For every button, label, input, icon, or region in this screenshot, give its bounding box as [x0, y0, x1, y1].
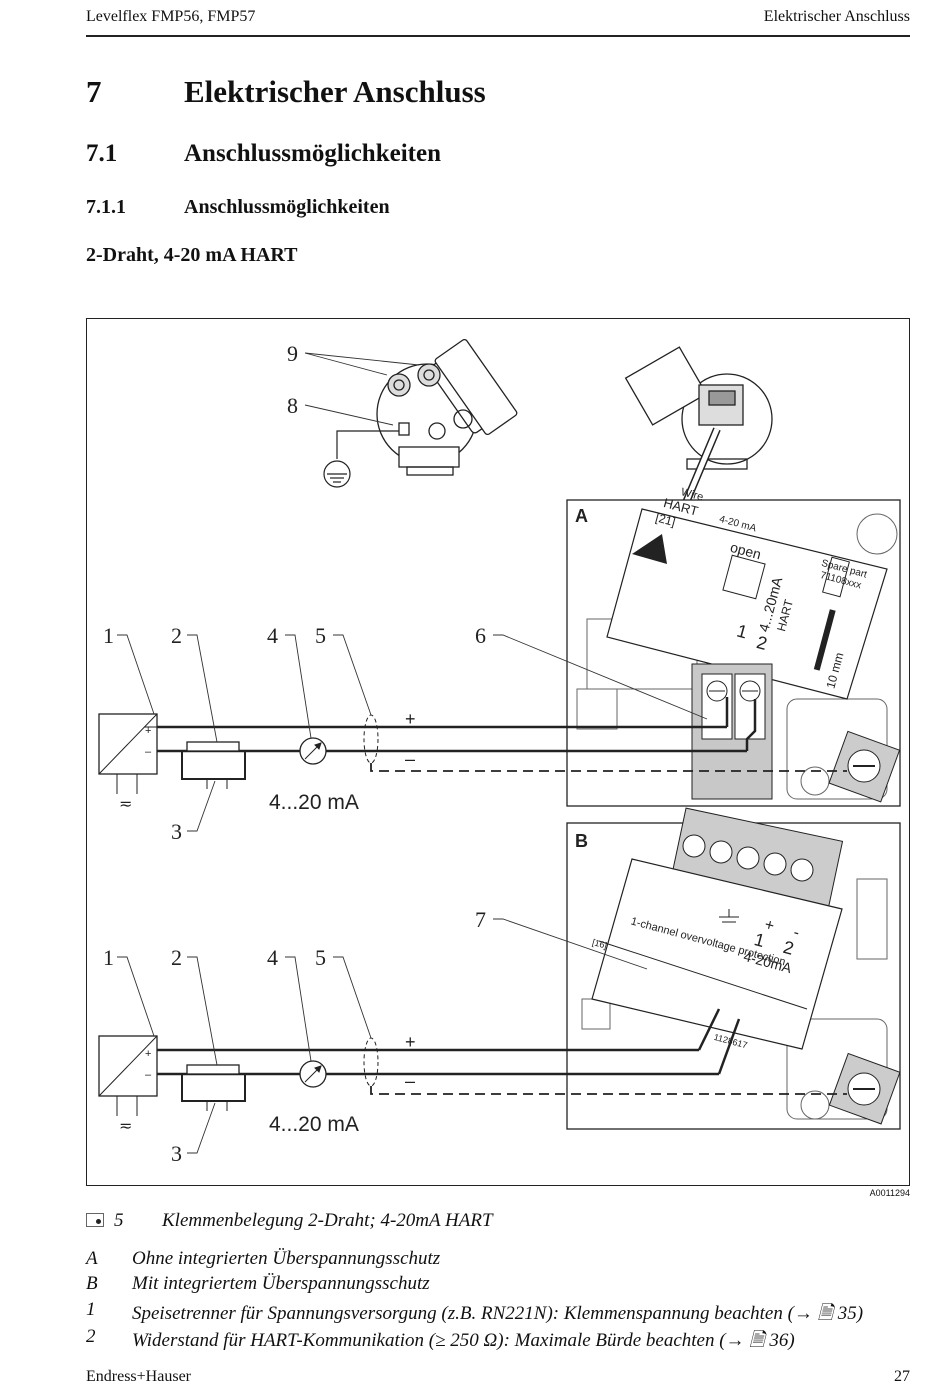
callout-7: 7 [475, 907, 486, 932]
chapter-number: 7 [86, 74, 102, 109]
header-rule [86, 35, 910, 37]
b-plus: + [763, 916, 776, 935]
callout-2-a: 2 [171, 623, 182, 648]
panel-b-letter: B [575, 831, 588, 851]
callout-8: 8 [287, 393, 298, 418]
plus-b: + [405, 1032, 416, 1052]
legend-text: Ohne integrierten Überspannungsschutz [132, 1248, 441, 1269]
ps-minus-a: – [145, 746, 152, 758]
subsection-number: 7.1.1 [86, 196, 126, 218]
callout-9: 9 [287, 341, 298, 366]
b-minus: - [792, 924, 802, 942]
ac-symbol-a: ≂ [119, 796, 132, 813]
wiring-diagram: 9 8 1 2 4 5 6 3 1 2 4 5 7 3 A B 4...20 m… [98, 338, 901, 1166]
a-wire: Wire [680, 486, 705, 503]
minus-b: – [405, 1071, 415, 1091]
header-section: Elektrischer Anschluss [763, 8, 910, 25]
callout-3-b: 3 [171, 1141, 182, 1166]
callout-5-b: 5 [315, 945, 326, 970]
legend-text: Mit integriertem Überspannungsschutz [132, 1273, 430, 1294]
subsection-title: Anschlussmöglichkeiten [184, 196, 390, 218]
callout-6: 6 [475, 623, 486, 648]
callout-1-b: 1 [103, 945, 114, 970]
ps-minus-b: – [145, 1069, 152, 1081]
panel-a-letter: A [575, 506, 588, 526]
a-term-1: 1 [735, 621, 750, 643]
callout-2-b: 2 [171, 945, 182, 970]
callout-1-a: 1 [103, 623, 114, 648]
b-code16: [16] [591, 937, 608, 951]
panel-a-ground-screw [828, 730, 901, 803]
circuit-a [98, 697, 847, 794]
panel-b-ground-screw [828, 1052, 901, 1125]
current-label-b: 4...20 mA [269, 1113, 359, 1136]
wiring-figure: 9 8 1 2 4 5 6 3 1 2 4 5 7 3 A B 4...20 m… [86, 318, 910, 1186]
section-title: Anschlussmöglichkeiten [184, 140, 441, 167]
ps-plus-b: + [145, 1048, 151, 1060]
b-term-2: 2 [781, 937, 796, 959]
legend-text: Widerstand für HART-Kommunikation (≥ 250… [132, 1330, 795, 1351]
minus-a: – [405, 749, 415, 769]
callout-4-b: 4 [267, 945, 278, 970]
panel-b-label-card [591, 858, 843, 1050]
legend-key: A [86, 1248, 98, 1269]
a-term-2: 2 [754, 632, 769, 654]
callout-4-a: 4 [267, 623, 278, 648]
plus-a: + [405, 709, 416, 729]
figure-number: 5 [114, 1210, 124, 1231]
figure-caption-text: Klemmenbelegung 2-Draht; 4-20mA HART [162, 1210, 493, 1231]
topic-heading: 2-Draht, 4-20 mA HART [86, 244, 298, 266]
legend-key: 2 [86, 1326, 96, 1347]
ac-symbol-b: ≂ [119, 1118, 132, 1135]
device-top-view [624, 346, 773, 470]
chapter-title: Elektrischer Anschluss [184, 74, 486, 109]
callout-leaders-a [117, 352, 708, 832]
a-open: open [729, 539, 763, 563]
circuit-b [98, 1008, 847, 1116]
figure-icon [86, 1213, 104, 1227]
header-product: Levelflex FMP56, FMP57 [86, 8, 256, 25]
callout-leaders-b [117, 918, 648, 1154]
device-side-view [376, 338, 518, 476]
legend-key: B [86, 1273, 98, 1294]
panel-a-terminal-block [691, 663, 773, 800]
running-header: Levelflex FMP56, FMP57 Elektrischer Ansc… [86, 8, 910, 34]
footer-brand: Endress+Hauser [86, 1368, 191, 1385]
legend-text: Speisetrenner für Spannungsversorgung (z… [132, 1303, 864, 1324]
current-label-a: 4...20 mA [269, 791, 359, 814]
section-number: 7.1 [86, 140, 118, 167]
page-number: 27 [894, 1368, 910, 1385]
figure-id: A0011294 [869, 1188, 910, 1198]
legend-key: 1 [86, 1299, 96, 1320]
panel-a-label-card [606, 508, 888, 700]
callout-5-a: 5 [315, 623, 326, 648]
a-code21: [21] [654, 510, 677, 529]
ps-plus-a: + [145, 725, 151, 737]
b-term-1: 1 [752, 929, 767, 951]
ground-symbol [323, 430, 399, 488]
callout-3-a: 3 [171, 819, 182, 844]
